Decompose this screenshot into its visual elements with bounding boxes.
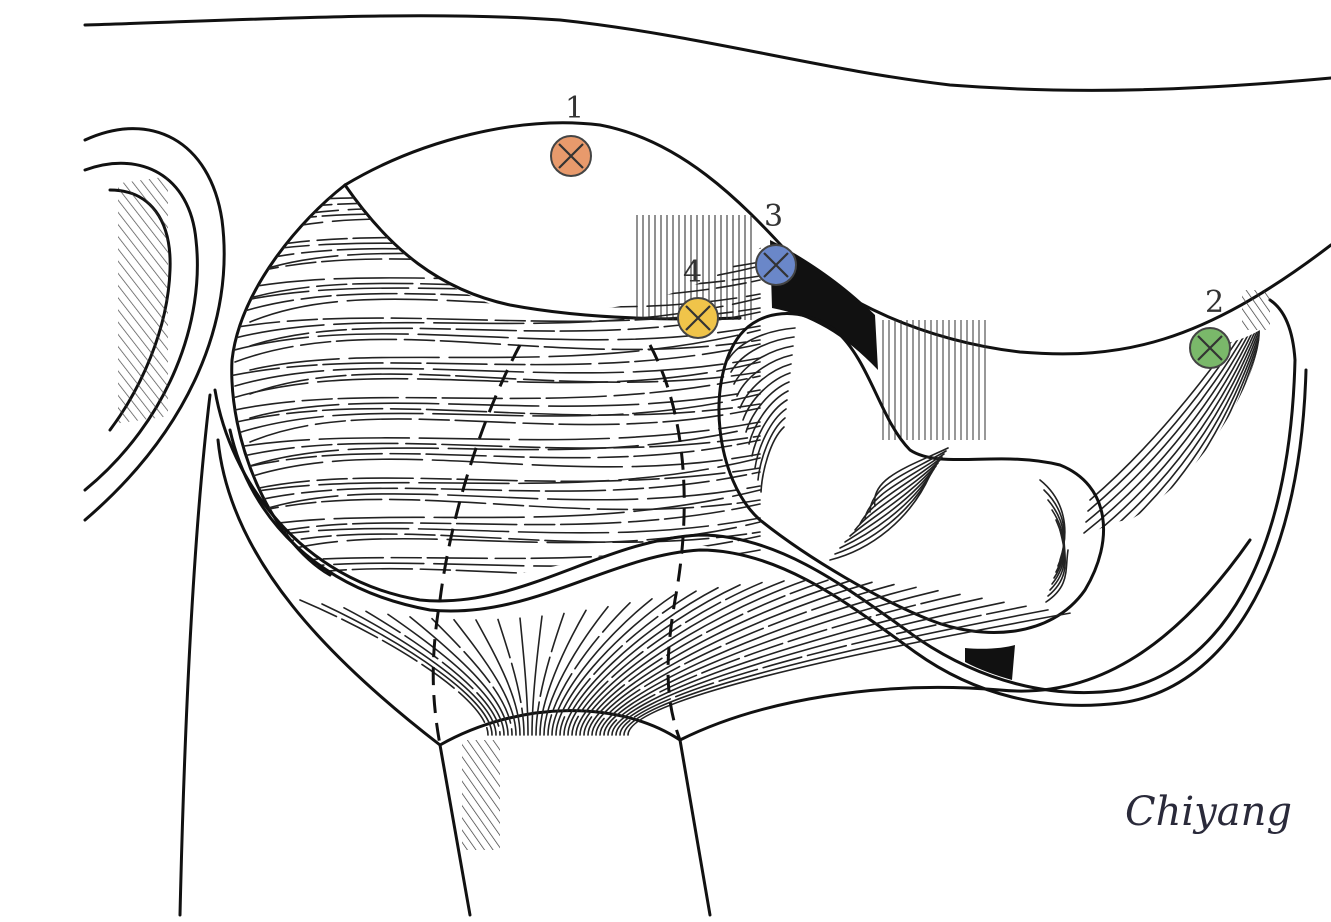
- ramus-posterior-line: [180, 395, 210, 915]
- marker-label: 2: [1205, 285, 1224, 320]
- skull-base-outline: [85, 16, 1331, 91]
- marker-label: 3: [764, 199, 783, 234]
- neck-shading: [462, 740, 500, 850]
- marker-1: 1: [551, 91, 591, 176]
- posterior-attachment-hatch: [880, 320, 990, 440]
- eminence-tip-hatch: [1242, 290, 1270, 330]
- inferior-fibers: [300, 580, 1070, 735]
- marker-label: 1: [565, 91, 584, 126]
- marker-label: 4: [683, 255, 702, 290]
- mandible-neck-right: [680, 740, 710, 915]
- artist-signature: Chiyang: [1125, 789, 1292, 835]
